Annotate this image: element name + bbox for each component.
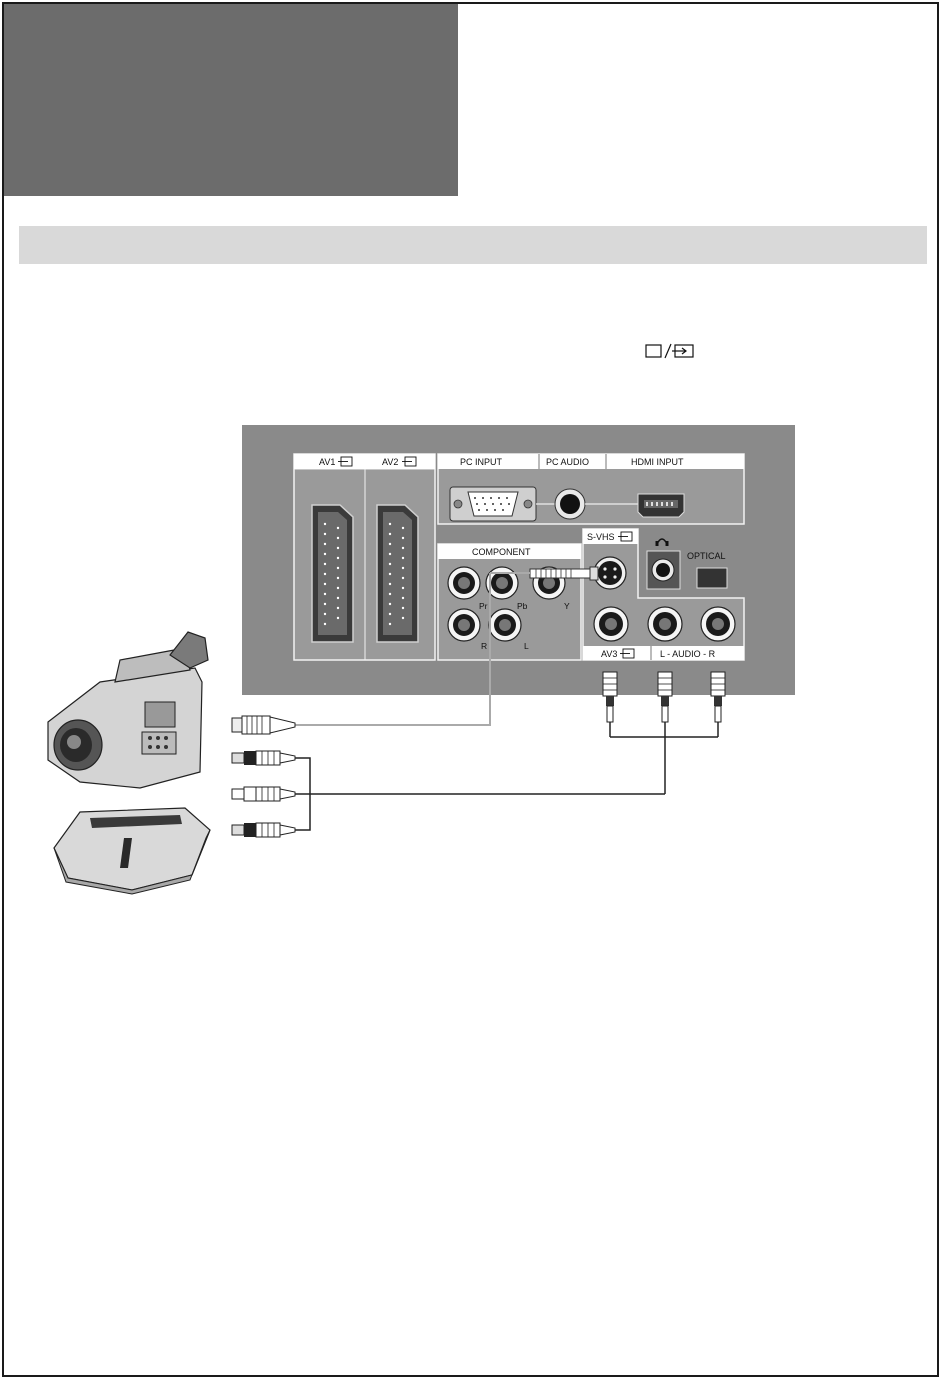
svhs-plug bbox=[529, 566, 599, 581]
av2-label: AV2 bbox=[382, 457, 398, 467]
scart-input-icon bbox=[402, 456, 417, 467]
scart-socket-av1[interactable] bbox=[311, 504, 354, 643]
section-bar bbox=[19, 226, 927, 264]
header-block bbox=[4, 4, 458, 196]
scart-socket-av2[interactable] bbox=[376, 504, 419, 643]
component-label: COMPONENT bbox=[472, 547, 531, 557]
tv-back-panel: AV1 AV2 bbox=[242, 425, 795, 695]
rca-plug-audio-r bbox=[710, 671, 726, 737]
headphone-jack[interactable] bbox=[646, 550, 681, 590]
pb-label: Pb bbox=[517, 601, 528, 611]
hdmi-input-label: HDMI INPUT bbox=[631, 457, 684, 467]
svhs-jack[interactable] bbox=[593, 556, 627, 590]
pr-label: Pr bbox=[479, 601, 488, 611]
scart-input-icon bbox=[338, 456, 353, 467]
av3-video-jack[interactable] bbox=[593, 606, 629, 642]
av3-input-icon bbox=[620, 648, 635, 659]
av3-rca-plugs bbox=[602, 671, 726, 794]
svhs-plug-left bbox=[231, 715, 296, 735]
av3-audio-r-jack[interactable] bbox=[700, 606, 736, 642]
game-console-illustration bbox=[53, 807, 211, 895]
component-panel: COMPONENT Pr Pb Y bbox=[437, 543, 582, 661]
rca-plug-audio-l bbox=[657, 671, 673, 794]
r-label: R bbox=[481, 641, 487, 651]
rca-plug-left-3 bbox=[231, 822, 296, 838]
connection-diagram: AV1 AV2 bbox=[47, 425, 795, 895]
component-jack-pr[interactable] bbox=[447, 566, 481, 600]
camcorder-illustration bbox=[47, 631, 209, 789]
headphone-icon bbox=[655, 538, 669, 546]
component-jack-pb[interactable] bbox=[485, 566, 519, 600]
av3-label: AV3 bbox=[601, 649, 617, 659]
pc-input-label: PC INPUT bbox=[460, 457, 503, 467]
rca-plug-video bbox=[602, 671, 618, 737]
av1-label: AV1 bbox=[319, 457, 335, 467]
pc-hdmi-panel: PC INPUT PC AUDIO HDMI INPUT bbox=[437, 453, 745, 525]
y-label: Y bbox=[564, 601, 570, 611]
audio-lr-label: L - AUDIO - R bbox=[660, 649, 716, 659]
rca-plug-left-1 bbox=[231, 750, 296, 766]
optical-label: OPTICAL bbox=[687, 551, 726, 561]
svhs-cable bbox=[295, 573, 491, 726]
audio-jack-r[interactable] bbox=[447, 608, 481, 642]
tv-av-source-icon bbox=[645, 343, 694, 359]
optical-port[interactable] bbox=[696, 567, 728, 589]
vga-port[interactable] bbox=[449, 486, 537, 522]
pc-audio-jack[interactable] bbox=[554, 488, 586, 520]
scart-panel: AV1 AV2 bbox=[293, 453, 436, 661]
hdmi-port[interactable] bbox=[637, 493, 685, 518]
av3-panel: S-VHS bbox=[582, 528, 745, 661]
l-label: L bbox=[524, 641, 529, 651]
rca-plug-left-2 bbox=[231, 786, 296, 802]
pc-audio-label: PC AUDIO bbox=[546, 457, 589, 467]
audio-jack-l[interactable] bbox=[488, 608, 522, 642]
svhs-label: S-VHS bbox=[587, 532, 615, 542]
svhs-input-icon bbox=[618, 531, 633, 542]
av3-audio-l-jack[interactable] bbox=[647, 606, 683, 642]
